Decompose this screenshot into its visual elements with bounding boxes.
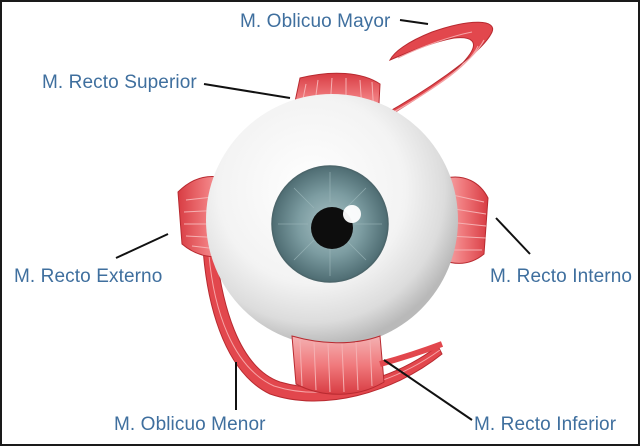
leader-recto-interno [495,217,531,255]
pupil-highlight [343,205,361,223]
leader-recto-inferior [383,359,473,421]
label-oblicuo-mayor: M. Oblicuo Mayor [240,11,391,32]
label-recto-interno: M. Recto Interno [490,266,633,287]
iris-texture [278,172,382,276]
leader-recto-superior [203,83,291,99]
label-oblicuo-menor: M. Oblicuo Menor [114,414,266,435]
oblicuo-menor-muscle [201,227,443,402]
label-recto-superior: M. Recto Superior [42,72,197,93]
oblicuo-mayor-muscle [368,21,494,130]
leader-oblicuo-mayor [399,19,429,25]
label-recto-inferior: M. Recto Inferior [474,414,617,435]
pupil [311,207,353,249]
leader-lines [115,19,531,421]
leader-recto-externo [115,233,169,259]
label-recto-externo: M. Recto Externo [14,266,163,287]
